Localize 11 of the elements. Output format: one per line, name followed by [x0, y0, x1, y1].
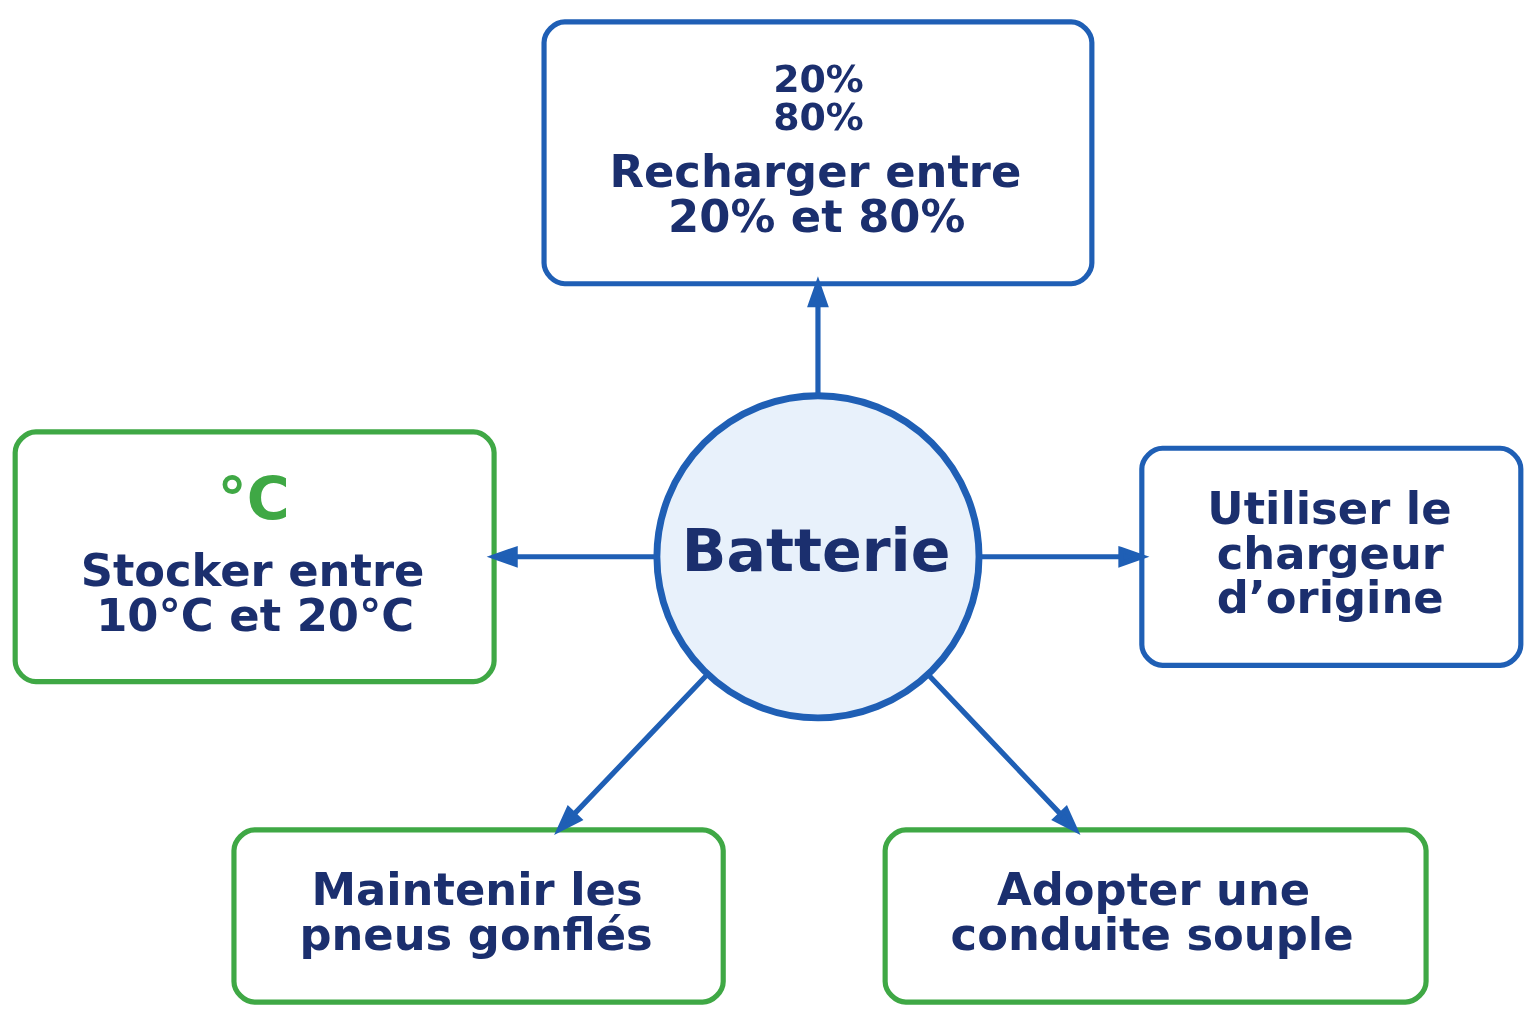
node-box: °C Stocker entre 10°C et 20°C — [12, 429, 497, 685]
arrow — [807, 276, 829, 396]
node-box: Utiliser le chargeur d’origine — [1139, 445, 1524, 668]
arrow — [979, 545, 1150, 568]
arrow — [486, 545, 657, 568]
node-box: Adopter une conduite souple — [882, 827, 1429, 1005]
node-box: Maintenir les pneus gonflés — [231, 827, 726, 1005]
node-circle: Batterie — [653, 392, 983, 722]
arrow — [926, 672, 1081, 836]
node-box: 20% 80% Recharger entre 20% et 80% — [541, 19, 1095, 287]
arrow — [554, 672, 710, 836]
